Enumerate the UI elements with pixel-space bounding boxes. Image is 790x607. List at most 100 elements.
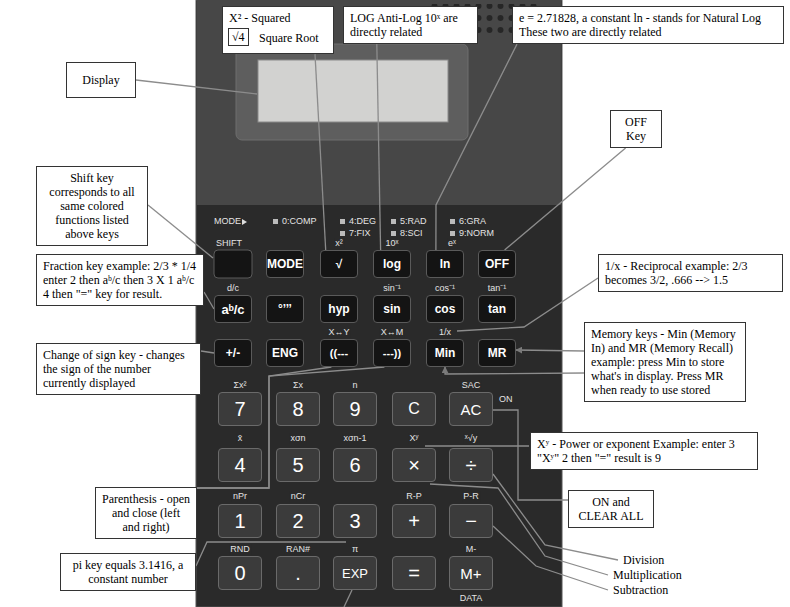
callout-text: Display	[71, 73, 131, 87]
function-label: x̄	[237, 433, 244, 444]
callout-text: X² - Squared	[229, 11, 327, 25]
function-label: ON	[498, 394, 514, 405]
mode-marker	[391, 231, 396, 236]
function-label: RAN#	[285, 544, 311, 555]
key-legend: sin	[383, 303, 400, 315]
calculator-key: ENG	[266, 339, 304, 367]
function-label: nPr	[232, 491, 248, 502]
calculator-key: +/-	[214, 339, 252, 367]
function-label: π	[351, 544, 359, 555]
display-bezel	[236, 44, 468, 140]
key-legend: √	[336, 258, 343, 270]
lcd-display	[258, 60, 448, 122]
callout-box: Xʸ - Power or exponent Example: enter 3 …	[530, 432, 758, 470]
function-label: M-	[465, 544, 478, 555]
key-legend: OFF	[485, 258, 509, 270]
leader-line	[445, 367, 584, 374]
leader-line	[197, 367, 384, 488]
function-label: 6:GRA	[458, 216, 487, 227]
leader-line	[436, 44, 517, 250]
calculator-key: 1	[218, 504, 262, 538]
leader-line	[425, 445, 529, 446]
key-legend: cos	[435, 303, 456, 315]
mode-marker	[340, 219, 345, 224]
function-label: tan⁻¹	[487, 283, 508, 294]
callout-box: Memory keys - Min (Memory In) and MR (Me…	[584, 322, 746, 402]
key-legend: 7	[234, 399, 245, 419]
function-label: 9:NORM	[458, 228, 495, 239]
calculator-key: EXP	[333, 556, 377, 590]
key-legend: AC	[461, 402, 482, 417]
leader-line	[204, 292, 214, 309]
key-legend: ×	[408, 455, 420, 475]
leader-line	[377, 44, 381, 250]
operation-label: Multiplication	[612, 568, 683, 582]
calculator-key: 7	[218, 392, 262, 426]
mode-marker	[273, 219, 278, 224]
function-label: sin⁻¹	[382, 283, 402, 294]
function-label: n	[351, 380, 358, 391]
key-legend: ---))	[383, 348, 401, 359]
function-label: Σx²	[232, 380, 247, 391]
calculator-key: −	[449, 504, 493, 538]
calculator-key: log	[373, 250, 411, 278]
operation-label: Subtraction	[612, 583, 669, 597]
function-label: SAC	[461, 380, 482, 391]
function-label: eˣ	[447, 238, 457, 249]
symbol-box: √4	[228, 28, 249, 46]
key-legend: 3	[349, 511, 360, 531]
callout-box: pi key equals 3.1416, a constant number	[60, 553, 196, 591]
calculator-key: =	[392, 556, 436, 590]
key-legend: EXP	[342, 567, 368, 580]
leader-line	[148, 205, 213, 258]
calculator-key: ×	[392, 448, 436, 482]
calculator-key: MODE	[266, 250, 304, 278]
key-legend: MODE	[267, 258, 303, 270]
leader-line	[136, 80, 257, 94]
calculator-key: °’’’	[266, 295, 304, 323]
calculator-key: √	[320, 250, 358, 278]
function-label: nCr	[290, 491, 307, 502]
callout-box: Change of sign key - changes the sign of…	[36, 343, 201, 395]
key-legend: ÷	[466, 455, 477, 475]
calculator-key: 2	[276, 504, 320, 538]
callout-box: e = 2.71828, a constant ln - stands for …	[512, 6, 784, 44]
leader-line	[505, 148, 626, 250]
calculator-key: sin	[373, 295, 411, 323]
leader-line	[493, 526, 608, 590]
calculator-key: AC	[449, 392, 493, 426]
key-legend: +	[408, 511, 420, 531]
function-label: MODE	[213, 216, 242, 227]
function-label: 5:RAD	[399, 216, 428, 227]
callout-text: 1/x - Reciprocal example: 2/3 becomes 3/…	[605, 259, 776, 287]
calculator-key: 8	[276, 392, 320, 426]
callout-box: Parenthesis - open and close (left and r…	[95, 487, 197, 539]
calculator-key: ln	[426, 250, 464, 278]
calculator-key: 9	[333, 392, 377, 426]
calculator-key: 5	[276, 448, 320, 482]
callout-text: LOG Anti-Log 10ˣ are directly related	[350, 11, 471, 39]
callout-text: pi key equals 3.1416, a constant number	[67, 558, 189, 586]
leader-line	[344, 590, 352, 607]
function-label: xσn	[289, 433, 306, 444]
key-legend: ENG	[272, 347, 298, 359]
key-legend: .	[295, 563, 301, 583]
function-label: X↔M	[380, 327, 405, 338]
callout-box: OFF Key	[610, 110, 662, 148]
mode-marker	[450, 231, 455, 236]
key-legend: M+	[460, 566, 481, 581]
callout-box: ON and CLEAR ALL	[568, 490, 654, 528]
key-legend: 8	[292, 399, 303, 419]
shift-key	[214, 250, 252, 278]
key-legend: tan	[488, 303, 506, 315]
function-label: 4:DEG	[348, 216, 377, 227]
callout-box: X² - SquaredSquare Root√4	[222, 6, 334, 54]
calculator-key: OFF	[478, 250, 516, 278]
callout-box: LOG Anti-Log 10ˣ are directly related	[343, 6, 478, 44]
key-legend: 4	[234, 455, 245, 475]
callout-text: Parenthesis - open and close (left and r…	[102, 492, 190, 534]
function-label: RND	[229, 544, 251, 555]
callout-text: √4	[232, 30, 245, 44]
key-legend: 9	[349, 399, 360, 419]
leader-line	[457, 278, 598, 331]
